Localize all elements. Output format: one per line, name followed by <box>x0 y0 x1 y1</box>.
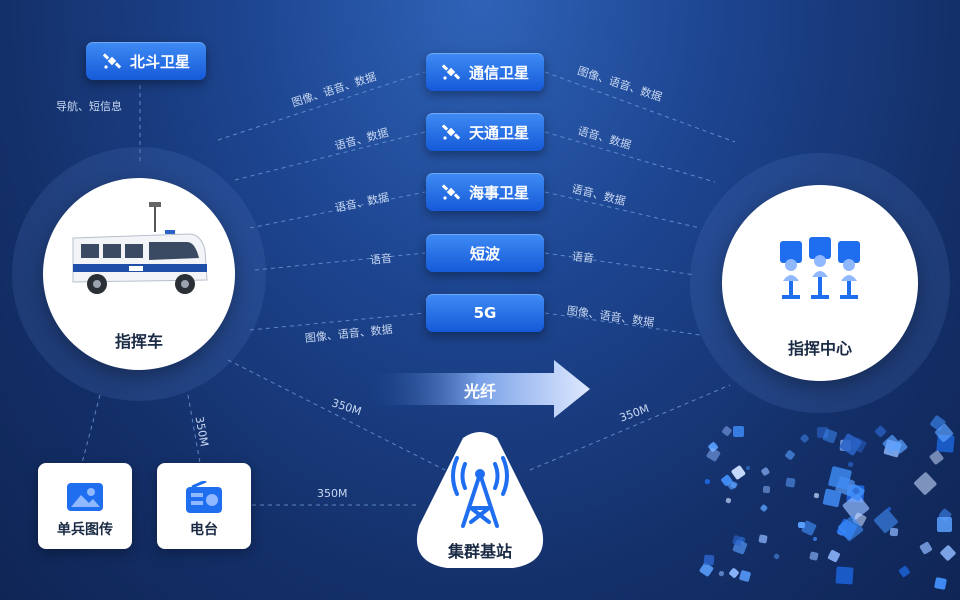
radio-node: 电台 <box>157 463 251 549</box>
single-soldier-node: 单兵图传 <box>38 463 132 549</box>
channel-shortwave: 短波 <box>426 234 544 272</box>
decor-cube <box>835 566 855 585</box>
command-vehicle-node: 指挥车 <box>43 178 235 370</box>
channel-5g: 5G <box>426 294 544 332</box>
radio-icon <box>186 481 222 513</box>
channel-label: 天通卫星 <box>468 123 529 142</box>
image-transmission-icon <box>67 483 103 511</box>
vehicle-icon <box>72 202 208 294</box>
cluster-base-station-label: 集群基站 <box>447 542 512 561</box>
vehicle-radio-link <box>187 394 201 464</box>
radio-station-link-label: 350M <box>317 487 348 500</box>
decor-cube <box>889 527 898 536</box>
channel-tiantong-satellite: 天通卫星 <box>426 113 544 151</box>
decor-cube <box>703 554 715 566</box>
vehicle-link-4 <box>254 252 426 271</box>
channel-label: 海事卫星 <box>468 183 529 202</box>
center-link-4 <box>544 252 696 276</box>
fiber-arrow <box>368 360 590 418</box>
channel-maritime-satellite: 海事卫星 <box>426 173 544 211</box>
vehicle-link-1 <box>217 71 426 141</box>
single-soldier-label: 单兵图传 <box>57 522 113 538</box>
satellite-icon <box>441 184 461 200</box>
decor-cube <box>937 516 953 532</box>
beidou-note: 导航、短信息 <box>56 100 122 113</box>
satellite-icon <box>441 124 461 140</box>
command-center-node: 指挥中心 <box>722 185 918 381</box>
center-link-3 <box>544 191 701 229</box>
cluster-base-station-node <box>416 432 544 568</box>
decor-cube <box>762 486 770 494</box>
left-label-4: 语音 <box>369 251 393 267</box>
satellite-icon <box>441 64 461 80</box>
vehicle-link-5 <box>249 312 426 331</box>
command-center-icon <box>780 237 860 299</box>
decor-cube <box>725 497 731 503</box>
vehicle-link-3 <box>249 191 426 229</box>
decor-cube <box>933 577 947 591</box>
decor-cube <box>808 550 818 561</box>
decor-cube <box>798 521 805 528</box>
decor-cube <box>785 476 796 487</box>
vehicle-station-link <box>227 359 446 471</box>
center-link-5 <box>544 312 701 336</box>
decor-cube <box>745 465 751 471</box>
command-center-label: 指挥中心 <box>787 339 852 358</box>
right-label-4: 语音 <box>571 250 595 266</box>
command-vehicle-label: 指挥车 <box>114 332 163 351</box>
tower-icon <box>451 456 509 528</box>
vehicle-link-2 <box>234 131 426 181</box>
radio-label: 电台 <box>190 522 218 538</box>
center-link-1 <box>544 71 736 143</box>
channel-label: 通信卫星 <box>468 63 529 82</box>
channel-label: 5G <box>473 304 497 322</box>
channel-comm-satellite: 通信卫星 <box>426 53 544 91</box>
beidou-satellite-node: 北斗卫星 <box>86 42 206 80</box>
satellite-icon <box>102 53 122 69</box>
channel-label: 短波 <box>469 244 500 263</box>
vehicle-soldier-link <box>81 394 101 464</box>
beidou-label: 北斗卫星 <box>129 52 190 71</box>
fiber-label: 光纤 <box>464 382 497 401</box>
center-link-2 <box>544 131 716 183</box>
decor-cube <box>733 425 745 437</box>
